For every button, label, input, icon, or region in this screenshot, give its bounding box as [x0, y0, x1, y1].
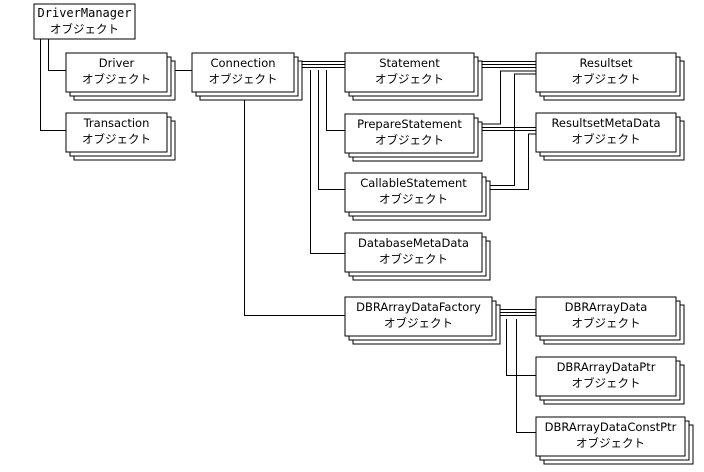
dbr-array-data-sub: オブジェクト	[572, 316, 641, 330]
dbr-array-data-factory-box	[344, 296, 493, 337]
object-boxes	[33, 3, 686, 457]
dbr-array-data-factory-name: DBRArrayDataFactory	[356, 300, 481, 314]
driver-manager-name: DriverManager	[38, 6, 132, 20]
statement-box	[344, 52, 475, 93]
transaction-sub: オブジェクト	[82, 132, 151, 146]
dbr-array-data-const-ptr-name: DBRArrayDataConstPtr	[545, 420, 677, 434]
database-meta-data-box	[344, 232, 483, 273]
database-meta-data-name: DatabaseMetaData	[358, 236, 469, 250]
callable-statement-name: CallableStatement	[360, 176, 467, 190]
prepare-statement-name: PrepareStatement	[357, 117, 462, 131]
dbr-array-data-ptr-name: DBRArrayDataPtr	[557, 360, 656, 374]
prepare-statement-sub: オブジェクト	[375, 133, 444, 147]
dbr-array-data-ptr-sub: オブジェクト	[572, 376, 641, 390]
driver-manager-box	[33, 3, 136, 40]
box-labels: DriverManager オブジェクト Driver オブジェクト Trans…	[38, 6, 677, 450]
dbr-array-data-const-ptr-box	[535, 416, 686, 457]
statement-name: Statement	[379, 56, 440, 70]
connection-name: Connection	[210, 56, 275, 70]
dbr-array-data-ptr-box	[535, 356, 677, 397]
statement-sub: オブジェクト	[375, 72, 444, 86]
transaction-name: Transaction	[83, 116, 150, 130]
driver-manager-sub: オブジェクト	[50, 22, 119, 36]
driver-box	[65, 52, 168, 93]
resultset-meta-data-box	[535, 112, 677, 153]
database-meta-data-sub: オブジェクト	[379, 252, 448, 266]
dbr-array-data-const-ptr-sub: オブジェクト	[576, 436, 645, 450]
callable-statement-box	[344, 172, 483, 213]
dbr-array-data-box	[535, 296, 677, 337]
callable-statement-sub: オブジェクト	[379, 192, 448, 206]
driver-name: Driver	[99, 56, 135, 70]
resultset-meta-data-name: ResultsetMetaData	[551, 116, 660, 130]
resultset-meta-data-sub: オブジェクト	[572, 132, 641, 146]
dbr-array-data-name: DBRArrayData	[565, 300, 648, 314]
transaction-box	[65, 112, 168, 153]
dbr-array-data-factory-sub: オブジェクト	[384, 316, 453, 330]
connection-box	[191, 52, 295, 93]
driver-sub: オブジェクト	[82, 72, 151, 86]
resultset-name: Resultset	[579, 56, 633, 70]
connection-sub: オブジェクト	[209, 72, 278, 86]
prepare-statement-box	[344, 113, 475, 154]
resultset-box	[535, 52, 677, 93]
resultset-sub: オブジェクト	[572, 72, 641, 86]
